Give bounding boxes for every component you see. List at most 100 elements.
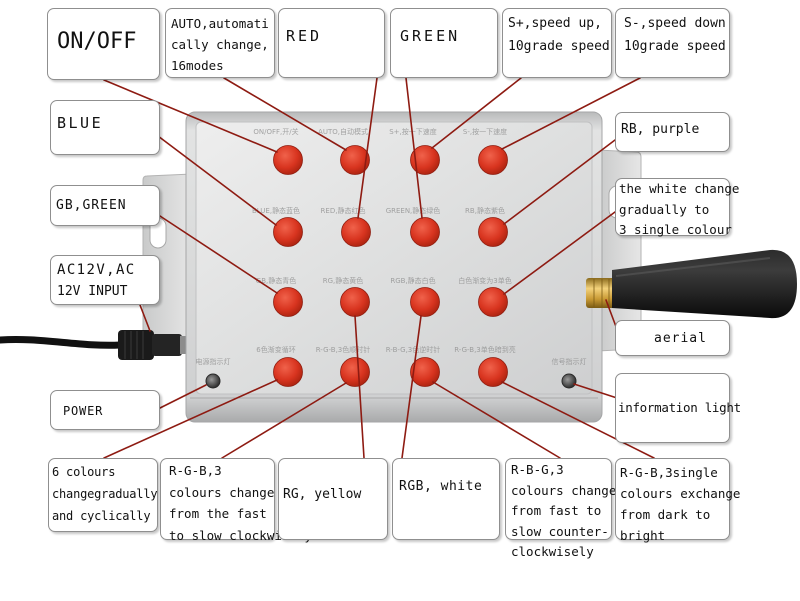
button-on-off: [273, 145, 303, 175]
callout-blue: BLUE: [50, 100, 160, 155]
callout-text: AUTO,automati: [171, 16, 269, 31]
button-speed-up: [410, 145, 440, 175]
callout-text: RGB, white: [399, 479, 483, 494]
callout-power: POWER: [50, 390, 160, 430]
callout-text: RB, purple: [621, 122, 700, 137]
legend-rg-yellow: RG,静态黄色: [323, 276, 364, 285]
leader-red: [357, 77, 378, 219]
power-cable: [0, 330, 190, 360]
callout-text: the white change: [619, 181, 740, 196]
legend-rbg-counter-clockwise: R-B-G,3色逆时针: [386, 345, 441, 354]
legend-speed-down: S-,按一下速度: [463, 127, 507, 136]
leader-rbg-counter-clockwise: [432, 381, 561, 459]
callout-text: ON/OFF: [57, 29, 137, 54]
leader-rgb-white: [401, 315, 422, 459]
leader-rgb-clockwise: [221, 382, 347, 459]
button-rbg-counter-clockwise: [410, 357, 440, 387]
legend-rb-purple: RB,静态紫色: [465, 206, 505, 215]
callout-text: aerial: [654, 331, 707, 346]
callout-text: from fast to: [511, 503, 602, 518]
signal-indicator-light: 信号指示灯: [552, 357, 587, 389]
callout-six-colours: 6 colours changegradually and cyclically: [48, 458, 158, 532]
callout-text: S-,speed down: [624, 16, 726, 31]
signal-led-legend: 信号指示灯: [552, 357, 587, 366]
callout-rgb-white: RGB, white: [392, 458, 500, 540]
callout-text: 3 single colour: [619, 222, 732, 237]
legend-rgb-white: RGB,静态白色: [390, 276, 435, 285]
legend-rgb-dark-to-bright: R-G-B,3单色暗到亮: [454, 345, 516, 354]
callout-text: BLUE: [57, 114, 104, 132]
button-rb-purple: [478, 217, 508, 247]
button-rg-yellow: [340, 287, 370, 317]
button-green: [410, 217, 440, 247]
callout-text: gradually to: [619, 201, 710, 217]
callout-text: and cyclically: [52, 509, 151, 523]
legend-six-colours: 6色渐变循环: [256, 345, 295, 354]
callout-text: colours change: [511, 482, 617, 498]
button-rgb-clockwise: [340, 357, 370, 387]
leader-six-colours: [103, 379, 278, 459]
callout-aerial: aerial: [615, 320, 730, 356]
legend-on-off: ON/OFF,开/关: [253, 127, 298, 136]
power-indicator-light: 电源指示灯: [196, 357, 231, 389]
callout-text: to slow clockwisely: [169, 527, 312, 543]
callout-ac-input: AC12V,AC 12V INPUT: [50, 255, 160, 305]
callout-text: R-B-G,3: [511, 462, 564, 477]
callout-text: R-G-B,3: [169, 463, 222, 478]
callout-red: RED: [278, 8, 385, 78]
callout-text: R-G-B,3single: [620, 465, 718, 480]
leader-speed-up: [431, 77, 522, 149]
power-led-legend: 电源指示灯: [196, 357, 231, 366]
callout-rg-yellow: RG, yellow: [278, 458, 388, 540]
callout-text: 6 colours: [52, 465, 116, 479]
antenna-connector: [586, 278, 616, 308]
callout-text: colours change: [169, 484, 275, 500]
leader-rgb-dark-to-bright: [501, 381, 655, 459]
legend-red: RED,静态红色: [321, 206, 366, 215]
callout-text: GREEN: [400, 27, 461, 45]
callout-text: POWER: [63, 404, 104, 418]
power-plug: [118, 330, 154, 360]
leader-on-off: [103, 79, 278, 153]
legend-white-change: 白色渐变为3单色: [458, 276, 511, 285]
callout-text: 16modes: [171, 58, 224, 73]
callout-auto: AUTO,automati cally change, 16modes: [165, 8, 275, 78]
controller-enclosure: [185, 111, 603, 423]
legend-blue: BLUE,静态蓝色: [252, 206, 300, 215]
callout-text: clockwisely: [511, 544, 594, 559]
legend-rgb-clockwise: R-G-B,3色顺时针: [316, 345, 371, 354]
leader-rg-yellow: [354, 315, 365, 459]
callout-text: 10grade speed: [624, 39, 726, 54]
callout-rgb-dark-to-bright: R-G-B,3single colours exchange from dark…: [615, 458, 741, 543]
callout-text: S+,speed up,: [508, 16, 602, 31]
legend-green: GREEN,静态绿色: [386, 206, 441, 215]
callout-text: bright: [620, 528, 666, 543]
button-rgb-dark-to-bright: [478, 357, 508, 387]
leader-blue: [157, 135, 277, 226]
callout-information-light: information light: [615, 373, 741, 443]
leader-white-change: [503, 211, 616, 295]
leader-power: [159, 384, 207, 409]
leader-auto: [223, 77, 347, 151]
callout-text: colours exchange: [620, 486, 741, 501]
callout-rbg-counter-clockwise: R-B-G,3 colours change from fast to slow…: [505, 458, 617, 559]
callout-rgb-clockwise: R-G-B,3 colours change from the fast to …: [160, 458, 312, 543]
antenna: [586, 249, 797, 319]
legend-gb-green: GB,静态青色: [256, 276, 296, 285]
button-red: [341, 217, 371, 247]
button-speed-down: [478, 145, 508, 175]
legend-auto: AUTO,自动模式: [318, 127, 368, 136]
button-blue: [273, 217, 303, 247]
callout-lines: [103, 77, 655, 459]
callout-speed-down: S-,speed down 10grade speed: [615, 8, 730, 78]
leader-rb-purple: [503, 139, 616, 225]
callout-text: cally change,: [171, 37, 269, 52]
callout-on-off: ON/OFF: [47, 8, 160, 80]
button-auto: [340, 145, 370, 175]
callout-text: AC12V,AC: [57, 262, 136, 278]
leader-green: [405, 77, 423, 219]
button-gb-green: [273, 287, 303, 317]
button-legends: ON/OFF,开/关 AUTO,自动模式 S+,按一下速度 S-,按一下速度 B…: [252, 127, 516, 354]
